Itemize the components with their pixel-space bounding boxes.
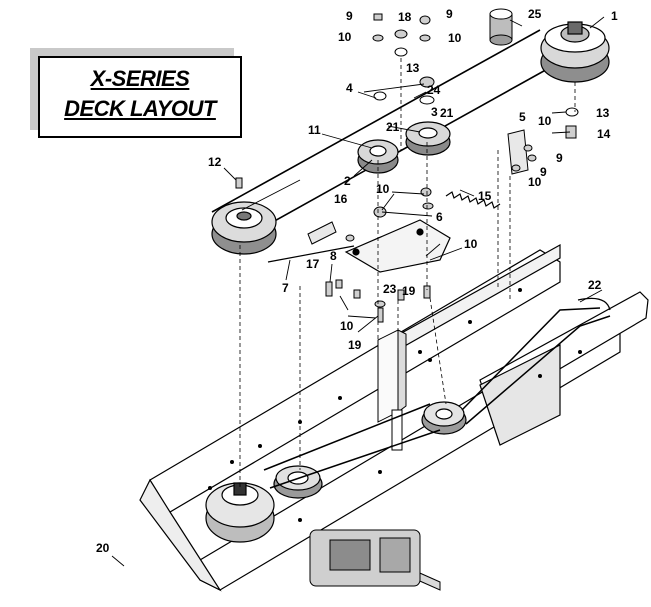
deck-belt-22 xyxy=(577,297,611,311)
callout-10-b: 10 xyxy=(448,31,462,45)
drive-pulley-1 xyxy=(540,21,610,83)
callout-15: 15 xyxy=(478,189,492,203)
callout-13-a: 13 xyxy=(406,61,420,75)
mount-bracket-16 xyxy=(307,221,337,245)
callout-labels: 1 2 3 4 5 6 7 8 9 9 9 9 10 10 10 10 10 1… xyxy=(96,7,618,555)
callout-9-a: 9 xyxy=(346,9,353,23)
adjuster-rod-7 xyxy=(267,245,355,263)
title-line-1: X-SERIES xyxy=(90,66,190,91)
callout-21-b: 21 xyxy=(386,120,400,134)
callout-17: 17 xyxy=(306,257,320,271)
callout-19-b: 19 xyxy=(348,338,362,352)
callout-9-c: 9 xyxy=(556,151,563,165)
callout-21-a: 21 xyxy=(440,106,454,120)
sleeve-part-25 xyxy=(489,8,513,46)
callout-10-g: 10 xyxy=(340,319,354,333)
callout-22: 22 xyxy=(588,278,602,292)
lower-drive-belt xyxy=(263,307,611,489)
callout-2: 2 xyxy=(344,174,351,188)
callout-leaders xyxy=(111,16,605,567)
callout-1: 1 xyxy=(611,9,618,23)
callout-23: 23 xyxy=(383,282,397,296)
callout-10-a: 10 xyxy=(338,30,352,44)
callout-12: 12 xyxy=(208,155,222,169)
deck-pulley-left xyxy=(211,201,277,255)
callout-20: 20 xyxy=(96,541,110,555)
assembly-guide-lines xyxy=(239,58,576,488)
mount-bracket-5 xyxy=(507,129,529,175)
callout-19-a: 19 xyxy=(402,284,416,298)
callout-10-c: 10 xyxy=(538,114,552,128)
callout-25: 25 xyxy=(528,7,542,21)
tension-spring-15 xyxy=(445,191,501,209)
callout-3: 3 xyxy=(431,105,438,119)
callout-9-d: 9 xyxy=(540,165,547,179)
idler-pulley-2 xyxy=(357,139,399,174)
center-spine xyxy=(377,329,407,423)
deck-spindle-pulley xyxy=(421,401,467,435)
engine-pulley xyxy=(205,482,275,543)
callout-10-e: 10 xyxy=(376,182,390,196)
callout-10-d: 10 xyxy=(528,175,542,189)
callout-7: 7 xyxy=(282,281,289,295)
callout-5: 5 xyxy=(519,110,526,124)
callout-14: 14 xyxy=(597,127,611,141)
idler-pulley-3 xyxy=(405,121,451,156)
callout-8: 8 xyxy=(330,249,337,263)
deck-frame xyxy=(139,243,649,592)
callout-9-b: 9 xyxy=(446,7,453,21)
title-line-2: DECK LAYOUT xyxy=(64,96,216,121)
callout-24: 24 xyxy=(427,83,441,97)
frame-holes xyxy=(208,288,582,522)
callout-6: 6 xyxy=(436,210,443,224)
idler-pulley-lower xyxy=(273,465,323,499)
callout-13-b: 13 xyxy=(596,106,610,120)
callout-10-f: 10 xyxy=(464,237,478,251)
callout-4: 4 xyxy=(346,81,353,95)
gearbox xyxy=(309,529,421,587)
callout-18: 18 xyxy=(398,10,412,24)
callout-11: 11 xyxy=(308,123,321,137)
diagram-title-box: X-SERIES DECK LAYOUT xyxy=(38,56,242,138)
callout-16: 16 xyxy=(334,192,348,206)
idler-plate-8 xyxy=(344,219,451,273)
